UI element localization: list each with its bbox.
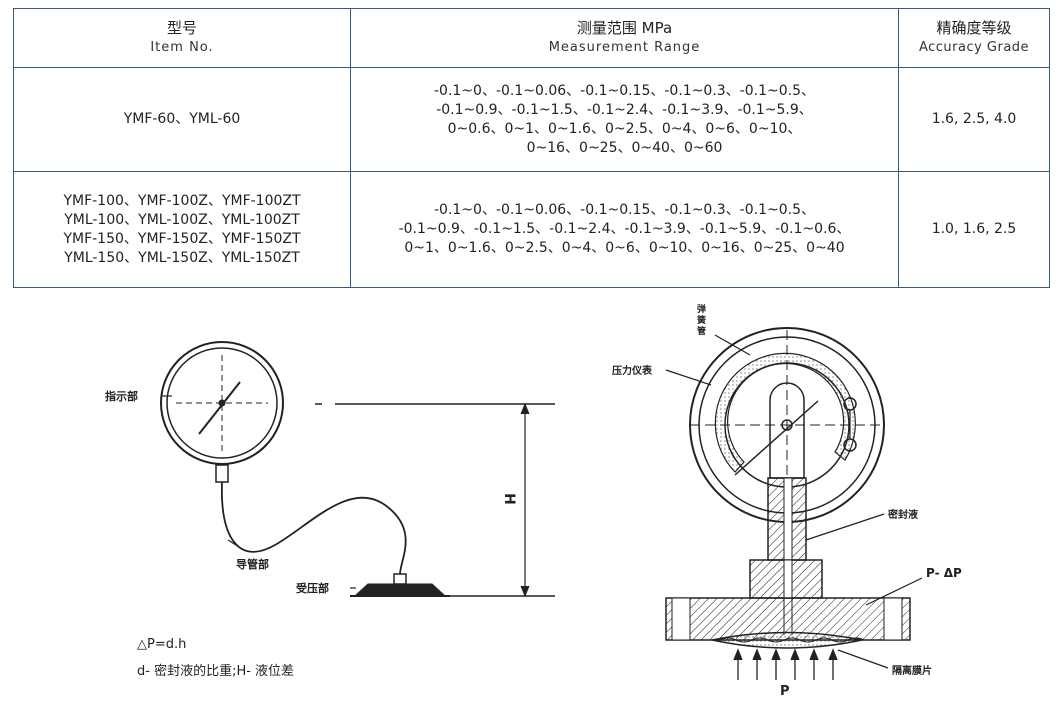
grade-cell: 1.0, 1.6, 2.5 [898, 171, 1050, 288]
sensor-base-icon [354, 583, 446, 596]
header-measurement-range: 测量范围 MPa Measurement Range [350, 8, 899, 68]
label-indicator: 指示部 [105, 390, 138, 403]
label-gauge: 压力仪表 [612, 366, 652, 377]
bourdon-tube-icon [714, 352, 856, 473]
formula-text: △P=d.h [137, 637, 187, 652]
table-header-row: 型号 Item No. 测量范围 MPa Measurement Range 精… [13, 8, 1050, 68]
label-tube: 弹簧管 [697, 305, 707, 337]
label-fluid: 密封液 [888, 510, 918, 521]
item-cell: YMF-60、YML-60 [13, 67, 351, 172]
left-diagram [160, 341, 555, 598]
pressure-arrows [733, 648, 838, 680]
flange-body [665, 597, 911, 641]
legend-text: d- 密封液的比重;H- 液位差 [137, 664, 295, 679]
capillary-line [221, 481, 407, 575]
label-capillary: 导管部 [236, 558, 269, 571]
right-diagram [665, 327, 923, 680]
item-cell: YMF-100、YMF-100Z、YMF-100ZT YML-100、YML-1… [13, 171, 351, 288]
header-accuracy-grade: 精确度等级 Accuracy Grade [898, 8, 1050, 68]
table-row: YMF-100、YMF-100Z、YMF-100ZT YML-100、YML-1… [13, 171, 1050, 288]
gauge-needle-icon [198, 381, 241, 435]
diaphragm-icon [711, 631, 863, 649]
spec-table: 型号 Item No. 测量范围 MPa Measurement Range 精… [13, 8, 1050, 288]
header-item-no: 型号 Item No. [13, 8, 351, 68]
table-row: YMF-60、YML-60 -0.1~0、-0.1~0.06、-0.1~0.15… [13, 67, 1050, 172]
label-diaphragm: 隔离膜片 [892, 666, 932, 677]
label-sensor: 受压部 [296, 582, 329, 595]
gauge-pointer-icon [734, 400, 819, 476]
label-h: H [500, 493, 517, 505]
label-p: P [780, 684, 790, 699]
range-cell: -0.1~0、-0.1~0.06、-0.1~0.15、-0.1~0.3、-0.1… [350, 171, 899, 288]
range-cell: -0.1~0、-0.1~0.06、-0.1~0.15、-0.1~0.3、-0.1… [350, 67, 899, 172]
gauge-dial-icon [160, 341, 284, 465]
label-p-dp: P- ΔP [926, 566, 962, 580]
